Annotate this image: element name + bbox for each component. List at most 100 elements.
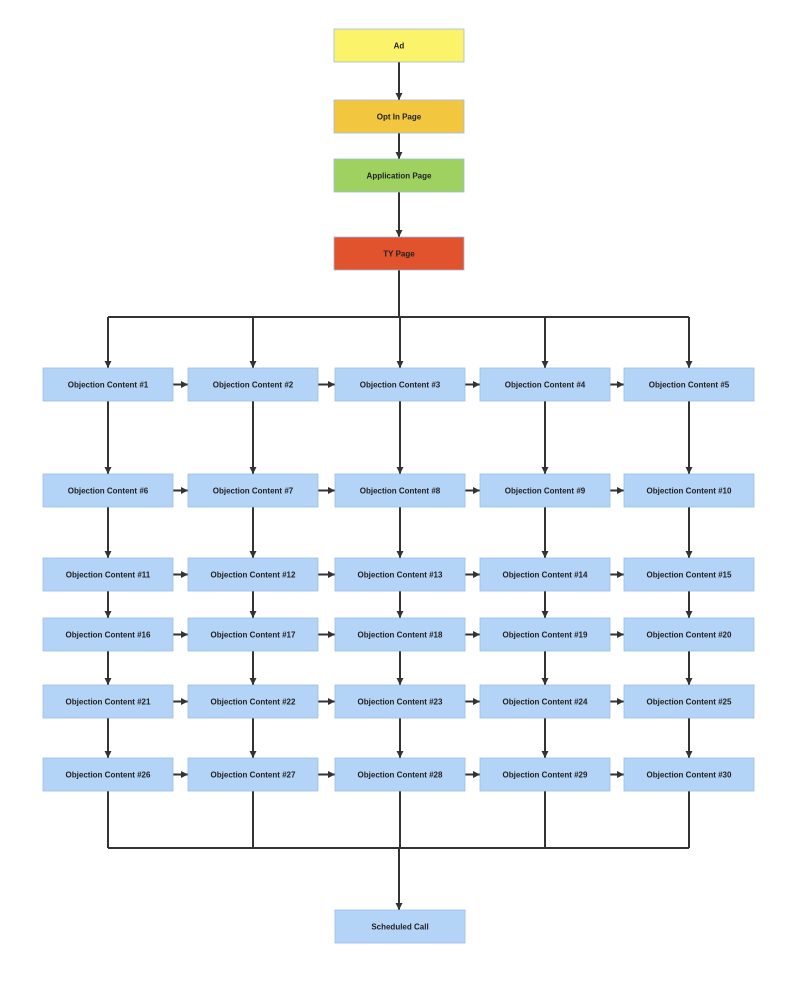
- objection-content-18-node: Objection Content #18: [334, 617, 466, 652]
- ty-page-node: TY Page: [333, 236, 465, 271]
- objection-content-22-node-label: Objection Content #22: [211, 698, 296, 707]
- objection-content-8-node-box: [334, 473, 466, 508]
- objection-content-19-node-box: [479, 617, 611, 652]
- objection-content-8-node-label: Objection Content #8: [360, 487, 441, 496]
- objection-content-18-node-box: [334, 617, 466, 652]
- objection-content-2-node-box: [187, 367, 319, 402]
- objection-content-1-node-label: Objection Content #1: [68, 381, 149, 390]
- objection-content-29-node: Objection Content #29: [479, 757, 611, 792]
- objection-content-1-node: Objection Content #1: [42, 367, 174, 402]
- objection-content-19-node-label: Objection Content #19: [503, 631, 588, 640]
- objection-content-22-node: Objection Content #22: [187, 684, 319, 719]
- objection-content-12-node: Objection Content #12: [187, 557, 319, 592]
- connectors-layer: [104, 62, 693, 910]
- objection-content-3-node-label: Objection Content #3: [360, 381, 441, 390]
- objection-content-17-node: Objection Content #17: [187, 617, 319, 652]
- objection-content-24-node-label: Objection Content #24: [503, 698, 588, 707]
- objection-content-10-node-box: [623, 473, 755, 508]
- objection-content-7-node-box: [187, 473, 319, 508]
- opt-in-page-node-box: [333, 99, 465, 134]
- ad-node: Ad: [333, 28, 465, 63]
- objection-content-25-node: Objection Content #25: [623, 684, 755, 719]
- objection-content-13-node-label: Objection Content #13: [358, 571, 443, 580]
- objection-content-29-node-label: Objection Content #29: [503, 771, 588, 780]
- objection-content-6-node: Objection Content #6: [42, 473, 174, 508]
- objection-content-20-node-label: Objection Content #20: [647, 631, 732, 640]
- objection-content-12-node-label: Objection Content #12: [211, 571, 296, 580]
- application-page-node-label: Application Page: [367, 172, 432, 181]
- objection-content-26-node-label: Objection Content #26: [66, 771, 151, 780]
- objection-content-10-node-label: Objection Content #10: [647, 487, 732, 496]
- objection-content-11-node: Objection Content #11: [42, 557, 174, 592]
- objection-content-28-node-box: [334, 757, 466, 792]
- scheduled-call-node-label: Scheduled Call: [371, 923, 428, 932]
- objection-content-6-node-label: Objection Content #6: [68, 487, 149, 496]
- objection-content-2-node: Objection Content #2: [187, 367, 319, 402]
- objection-content-14-node-box: [479, 557, 611, 592]
- objection-content-11-node-label: Objection Content #11: [66, 571, 151, 580]
- objection-content-26-node: Objection Content #26: [42, 757, 174, 792]
- objection-content-7-node: Objection Content #7: [187, 473, 319, 508]
- objection-content-16-node-label: Objection Content #16: [66, 631, 151, 640]
- objection-content-22-node-box: [187, 684, 319, 719]
- objection-content-11-node-box: [42, 557, 174, 592]
- objection-content-26-node-box: [42, 757, 174, 792]
- objection-content-12-node-box: [187, 557, 319, 592]
- objection-content-5-node-box: [623, 367, 755, 402]
- objection-content-19-node: Objection Content #19: [479, 617, 611, 652]
- objection-content-4-node-box: [479, 367, 611, 402]
- application-page-node-box: [333, 158, 465, 193]
- objection-content-8-node: Objection Content #8: [334, 473, 466, 508]
- objection-content-16-node: Objection Content #16: [42, 617, 174, 652]
- objection-content-17-node-label: Objection Content #17: [211, 631, 296, 640]
- opt-in-page-node-label: Opt In Page: [377, 113, 422, 122]
- objection-content-25-node-box: [623, 684, 755, 719]
- ad-node-box: [333, 28, 465, 63]
- ad-node-label: Ad: [394, 42, 405, 51]
- objection-content-27-node-box: [187, 757, 319, 792]
- objection-content-3-node: Objection Content #3: [334, 367, 466, 402]
- objection-content-13-node: Objection Content #13: [334, 557, 466, 592]
- objection-content-23-node: Objection Content #23: [334, 684, 466, 719]
- objection-content-16-node-box: [42, 617, 174, 652]
- objection-content-24-node-box: [479, 684, 611, 719]
- objection-content-9-node-label: Objection Content #9: [505, 487, 586, 496]
- objection-content-28-node: Objection Content #28: [334, 757, 466, 792]
- objection-content-17-node-box: [187, 617, 319, 652]
- objection-content-20-node: Objection Content #20: [623, 617, 755, 652]
- objection-content-10-node: Objection Content #10: [623, 473, 755, 508]
- objection-content-30-node-label: Objection Content #30: [647, 771, 732, 780]
- objection-content-9-node: Objection Content #9: [479, 473, 611, 508]
- objection-content-30-node-box: [623, 757, 755, 792]
- objection-content-9-node-box: [479, 473, 611, 508]
- objection-content-23-node-box: [334, 684, 466, 719]
- objection-content-4-node-label: Objection Content #4: [505, 381, 586, 390]
- objection-content-13-node-box: [334, 557, 466, 592]
- objection-content-27-node: Objection Content #27: [187, 757, 319, 792]
- objection-content-15-node-label: Objection Content #15: [647, 571, 732, 580]
- scheduled-call-node-box: [334, 909, 466, 944]
- application-page-node: Application Page: [333, 158, 465, 193]
- objection-content-18-node-label: Objection Content #18: [358, 631, 443, 640]
- objection-content-3-node-box: [334, 367, 466, 402]
- ty-page-node-label: TY Page: [383, 250, 415, 259]
- objection-content-7-node-label: Objection Content #7: [213, 487, 294, 496]
- objection-content-21-node-box: [42, 684, 174, 719]
- objection-content-23-node-label: Objection Content #23: [358, 698, 443, 707]
- objection-content-15-node-box: [623, 557, 755, 592]
- objection-content-5-node: Objection Content #5: [623, 367, 755, 402]
- objection-content-14-node: Objection Content #14: [479, 557, 611, 592]
- objection-content-25-node-label: Objection Content #25: [647, 698, 732, 707]
- objection-content-6-node-box: [42, 473, 174, 508]
- scheduled-call-node: Scheduled Call: [334, 909, 466, 944]
- objection-content-5-node-label: Objection Content #5: [649, 381, 730, 390]
- ty-page-node-box: [333, 236, 465, 271]
- objection-content-4-node: Objection Content #4: [479, 367, 611, 402]
- opt-in-page-node: Opt In Page: [333, 99, 465, 134]
- objection-content-27-node-label: Objection Content #27: [211, 771, 296, 780]
- objection-content-29-node-box: [479, 757, 611, 792]
- objection-content-21-node-label: Objection Content #21: [66, 698, 151, 707]
- objection-content-30-node: Objection Content #30: [623, 757, 755, 792]
